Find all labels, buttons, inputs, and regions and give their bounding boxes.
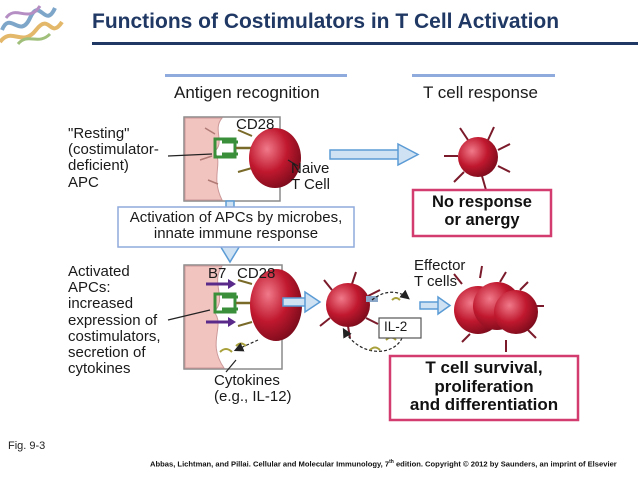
cd28-label-top: CD28 [236,116,275,133]
activated-apc-line: costimulators, [68,327,161,345]
cytokine-pointer-line [225,359,237,373]
resting-apc-line: (costimulator- [68,141,159,159]
response-header-rule [412,74,555,77]
bottom-activation-arrow [282,290,322,314]
resting-apc-line: "Resting" [68,125,130,142]
naive-pointer-line [287,159,299,167]
credit-tail: edition. Copyright © 2012 by Saunders, a… [393,459,617,469]
il2-label: IL-2 [384,319,408,334]
survival-line: proliferation [434,376,534,396]
effector-t-cell-icon [494,290,538,334]
cytokines-line: (e.g., IL-12) [214,388,292,406]
naive-t-cell-label: Naive T Cell [291,160,330,194]
activating-t-cell-icon [250,269,302,341]
activation-box [117,206,355,248]
slide-title: Functions of Costimulators in T Cell Act… [92,10,560,33]
copyright-credit: Abbas, Lichtman, and Pillai. Cellular an… [150,459,617,469]
naive-line: T Cell [291,176,330,194]
survival-line: T cell survival, [425,358,543,377]
activated-apc-panel [183,264,302,370]
unresponsive-t-cell [444,126,511,191]
activated-apc-line: APCs: [68,279,111,297]
activation-text: Activation of APCs by microbes, innate i… [118,209,354,243]
activated-pointer-line [167,309,211,321]
cytokines-line: Cytokines [214,372,280,389]
cytokines-label: Cytokines (e.g., IL-12) [214,372,292,406]
survival-box [388,354,580,422]
credit-superscript: th [389,459,394,465]
no-response-box [411,188,553,238]
naive-t-cell-icon [249,128,301,188]
activated-apc-label: Activated APCs: increased expression of … [68,263,161,378]
effector-label: Effector T cells [414,257,466,291]
antigen-header-rule [165,74,347,77]
title-rule [92,42,638,45]
resting-pointer-line [167,153,213,157]
il2-producing-t-cell [319,271,381,339]
effector-line: Effector [414,257,466,274]
cd28-label-bottom: CD28 [237,265,276,282]
survival-line: and differentiation [409,395,559,415]
header-antigen-recognition: Antigen recognition [174,83,320,102]
resting-apc-line: APC [68,173,99,191]
survival-text: T cell survival, proliferation and diffe… [390,358,578,415]
naive-line: Naive [291,160,330,177]
no-response-line: No response [432,193,532,211]
credit-main: Abbas, Lichtman, and Pillai. Cellular an… [150,459,390,469]
resting-apc-label: "Resting" (costimulator- deficient) APC [68,125,159,191]
effector-line: T cells [414,273,458,291]
top-response-arrow [329,142,420,167]
il2-feedback-arrow [342,327,403,352]
cytokine-arrow [233,339,259,352]
protein-logo-icon [0,5,64,46]
activated-apc-line: expression of [68,311,158,329]
activated-apc-line: cytokines [68,360,131,378]
resting-apc-line: deficient) [68,157,129,175]
activated-apc-line: Activated [68,263,130,280]
activated-apc-line: increased [68,295,134,313]
activation-line: innate immune response [153,225,319,243]
activated-apc-line: secretion of [68,343,146,361]
activation-line: Activation of APCs by microbes, [129,209,343,226]
header-t-cell-response: T cell response [423,83,538,102]
no-response-text: No response or anergy [413,193,551,229]
figure-label: Fig. 9-3 [8,440,46,452]
slide-left-margin [0,0,90,479]
il2-secretion-arrow [371,289,410,301]
b7-label: B7 [208,265,227,282]
il2-box [378,317,422,339]
t-cell-icon [458,137,498,177]
effector-t-cells [453,265,544,352]
no-response-line: or anergy [444,211,520,230]
effector-arrow [419,295,452,316]
